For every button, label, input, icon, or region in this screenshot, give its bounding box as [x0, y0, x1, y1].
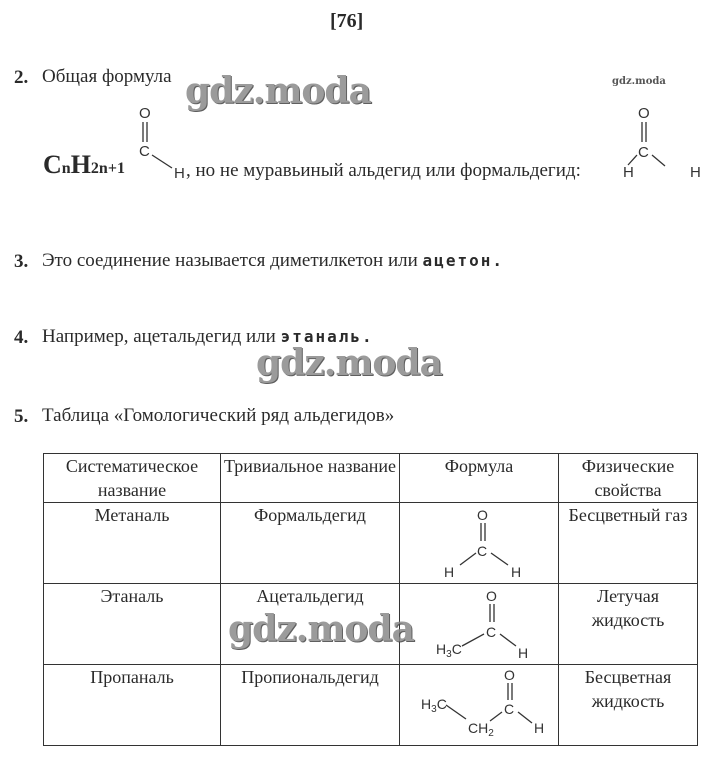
item-number: 2.: [14, 67, 29, 88]
header-cell: Тривиальное название: [220, 453, 400, 503]
svg-text:H: H: [534, 720, 544, 736]
svg-text:H: H: [623, 164, 634, 181]
svg-text:C: C: [638, 144, 649, 161]
svg-text:C: C: [477, 543, 487, 559]
header-cell: Систематическое название: [43, 453, 221, 503]
item-text-continued: , но не муравьиный альдегид или формальд…: [186, 160, 581, 181]
physical-properties: Бесцветная жидкость: [558, 664, 698, 746]
physical-properties: Летучая жидкость: [558, 583, 698, 665]
svg-text:H: H: [511, 564, 521, 577]
ethanal-structure: O C H3C H: [436, 588, 528, 661]
aldehydes-table: Систематическое название Тривиальное наз…: [43, 453, 698, 746]
trivial-name: Формальдегид: [220, 502, 400, 584]
svg-text:H3C: H3C: [421, 696, 447, 715]
watermark: gdz.moda: [256, 342, 443, 384]
watermark: gdz.moda: [185, 70, 372, 112]
systematic-name: Этаналь: [43, 583, 221, 665]
svg-text:H: H: [444, 564, 454, 577]
table-row: Пропаналь Пропиональдегид O C H3C CH2 H …: [43, 664, 698, 746]
svg-text:O: O: [504, 667, 515, 683]
propanal-structure: O C H3C CH2 H: [421, 667, 544, 739]
general-formula: CnH2n+1: [43, 150, 125, 179]
item-text: Это соединение называется диметилкетон и…: [42, 250, 504, 271]
page-number: [76]: [330, 10, 364, 32]
systematic-name: Метаналь: [43, 502, 221, 584]
table-row: Метаналь Формальдегид O C H H Бесцветный…: [43, 502, 698, 584]
header-cell: Формула: [399, 453, 559, 503]
svg-text:H: H: [518, 645, 528, 658]
formula-cell: O C H3C H: [399, 583, 559, 665]
item-text: Например, ацетальдегид или этаналь.: [42, 326, 374, 347]
watermark-small: gdz.moda: [612, 76, 666, 87]
item-number: 4.: [14, 327, 29, 348]
table-row: Этаналь Ацетальдегид O C H3C H Летучая ж…: [43, 583, 698, 665]
svg-text:O: O: [486, 588, 497, 604]
formula-cell: O C H3C CH2 H: [399, 664, 559, 746]
svg-text:CH2: CH2: [468, 720, 494, 739]
item-text: Таблица «Гомологический ряд альдегидов»: [42, 405, 395, 426]
systematic-name: Пропаналь: [43, 664, 221, 746]
item-text: Общая формула: [42, 66, 172, 87]
svg-text:O: O: [477, 507, 488, 523]
svg-text:H3C: H3C: [436, 641, 462, 658]
watermark: gdz.moda: [228, 608, 415, 650]
svg-text:H: H: [174, 165, 185, 182]
svg-text:H: H: [690, 164, 701, 181]
item-number: 3.: [14, 251, 29, 272]
physical-properties: Бесцветный газ: [558, 502, 698, 584]
svg-text:C: C: [139, 143, 150, 160]
formaldehyde-structure: O C H H: [623, 105, 701, 181]
item-number: 5.: [14, 406, 29, 427]
formula-cell: O C H H: [399, 502, 559, 584]
methanal-structure: O C H H: [444, 507, 521, 580]
svg-text:C: C: [486, 624, 496, 640]
trivial-name: Пропиональдегид: [220, 664, 400, 746]
svg-text:C: C: [504, 701, 514, 717]
trivial-name: Ацетальдегид: [220, 583, 400, 665]
svg-text:O: O: [638, 105, 650, 122]
header-cell: Физические свойства: [558, 453, 698, 503]
table-header-row: Систематическое название Тривиальное наз…: [43, 453, 698, 503]
svg-text:O: O: [139, 105, 151, 122]
aldehyde-group-structure: O C H: [139, 105, 185, 182]
